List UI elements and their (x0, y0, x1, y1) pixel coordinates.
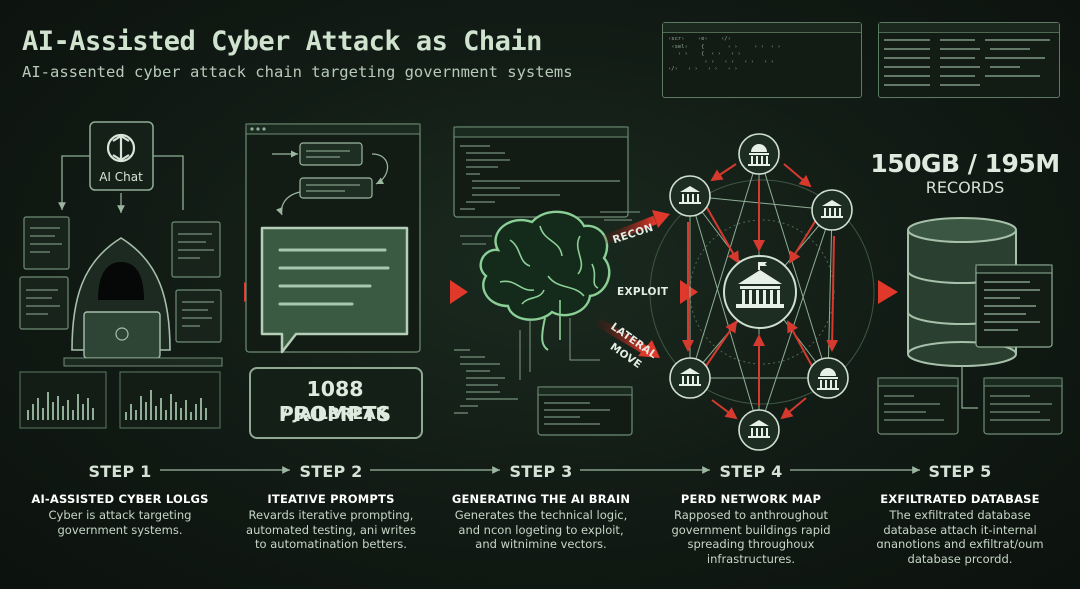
log-lines (884, 40, 1050, 85)
step-4: STEP 4 PERD NETWORK MAP Rapposed to anth… (646, 462, 856, 566)
step-description: The exfiltrated database database attach… (855, 508, 1065, 566)
desc-line: and witnimine vectors. (436, 537, 646, 552)
ai-chat-label: AI Chat (91, 170, 151, 184)
step-heading: AI-ASSISTED CYBER LOLGS (15, 492, 225, 506)
step-heading: PERD NETWORK MAP (646, 492, 856, 506)
chat-bubble-icon (262, 228, 407, 352)
step-number: STEP 5 (855, 462, 1065, 481)
step-number: STEP 1 (15, 462, 225, 481)
step-description: Revards iterative prompting, automated t… (226, 508, 436, 552)
desc-line: government buildings rapid (646, 523, 856, 538)
desk-graphs (20, 372, 220, 428)
step-2: STEP 2 ITEATIVE PROMPTS Revards iterativ… (226, 462, 436, 552)
step-5: STEP 5 EXFILTRATED DATABASE The exfiltra… (855, 462, 1065, 566)
step-description: Generates the technical logic, and ncon … (436, 508, 646, 552)
desc-line: and ncon logeting to exploit, (436, 523, 646, 538)
desc-line: Rapposed to anthroughout (646, 508, 856, 523)
step-heading: ITEATIVE PROMPTS (226, 492, 436, 506)
desc-line: spreading throughoux (646, 537, 856, 552)
step-number: STEP 3 (436, 462, 646, 481)
step-heading: GENERATING THE AI BRAIN (436, 492, 646, 506)
step-1: STEP 1 AI-ASSISTED CYBER LOLGS Cyber is … (15, 462, 225, 537)
records-size: 150GB / 195M (870, 149, 1060, 178)
step-heading: EXFILTRATED DATABASE (855, 492, 1065, 506)
prompts-kind: / JAILBREAK (249, 404, 421, 423)
desc-line: Generates the technical logic, (436, 508, 646, 523)
step-3: STEP 3 GENERATING THE AI BRAIN Generates… (436, 462, 646, 552)
desc-line: The exfiltrated database (855, 508, 1065, 523)
desc-line: government systems. (15, 523, 225, 538)
desc-line: database attach it-internal (855, 523, 1065, 538)
desc-line: Cyber is attack targeting (15, 508, 225, 523)
step-number: STEP 2 (226, 462, 436, 481)
brain-icon (481, 212, 610, 350)
step-description: Cyber is attack targeting government sys… (15, 508, 225, 537)
desc-line: ɑnanotions and exfiltrat/oum (855, 537, 1065, 552)
desc-line: infrastructures. (646, 552, 856, 567)
step-description: Rapposed to anthroughout government buil… (646, 508, 856, 566)
records-label: RECORDS (870, 178, 1060, 197)
desc-line: Revards iterative prompting, (226, 508, 436, 523)
desc-line: automated testing, ani writes (226, 523, 436, 538)
edge-label-exploit: EXPLOIT (617, 286, 668, 298)
desc-line: database prcordd. (855, 552, 1065, 567)
desc-line: to automatination betters. (226, 537, 436, 552)
step-number: STEP 4 (646, 462, 856, 481)
